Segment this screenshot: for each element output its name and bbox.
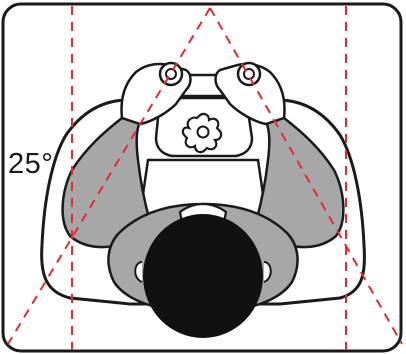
four-lobe-clamp-icon: [183, 114, 221, 152]
angle-label: 25°: [8, 150, 53, 179]
right-grip-icon: [238, 63, 260, 85]
rider-head: [143, 214, 263, 338]
left-grip-icon: [160, 63, 182, 85]
